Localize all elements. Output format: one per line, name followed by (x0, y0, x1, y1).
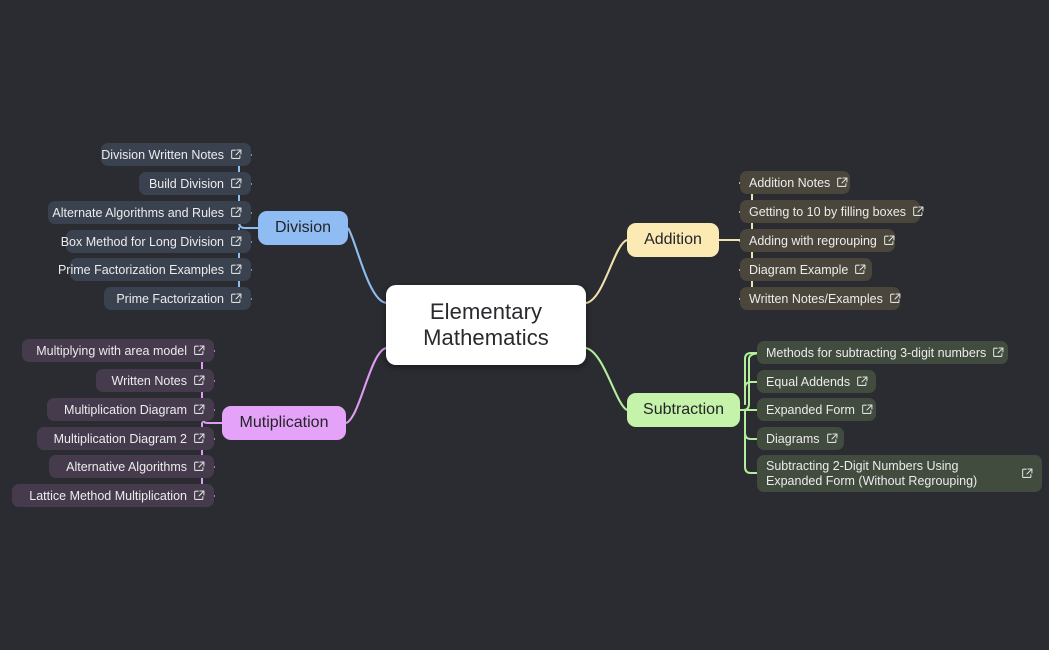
leaf-label: Alternate Algorithms and Rules (52, 205, 224, 220)
category-node-multiplication[interactable]: Mutiplication (222, 406, 346, 440)
external-link-icon[interactable] (857, 376, 868, 387)
external-link-icon[interactable] (889, 293, 901, 304)
category-label-addition: Addition (644, 231, 702, 248)
leaf-node[interactable]: Diagrams (757, 427, 844, 450)
connector-subtraction-root-stub (744, 352, 758, 405)
leaf-label: Diagram Example (749, 262, 849, 277)
leaf-node[interactable]: Adding with regrouping (740, 229, 895, 252)
leaf-node[interactable]: Written Notes (96, 369, 214, 392)
leaf-label: Multiplication Diagram (64, 402, 187, 417)
external-link-icon[interactable] (194, 404, 205, 415)
leaf-node[interactable]: Addition Notes (740, 171, 850, 194)
external-link-icon[interactable] (231, 178, 242, 189)
leaf-node[interactable]: Lattice Method Multiplication (12, 484, 214, 507)
leaf-node[interactable]: Written Notes/Examples (740, 287, 901, 310)
leaf-label: Build Division (148, 176, 224, 191)
leaf-label: Multiplication Diagram 2 (53, 431, 187, 446)
external-link-icon[interactable] (883, 235, 895, 246)
external-link-icon[interactable] (194, 490, 205, 501)
root-node-label: Elementary Mathematics (423, 299, 549, 350)
leaf-label: Methods for subtracting 3-digit numbers (766, 345, 987, 360)
category-node-subtraction[interactable]: Subtraction (627, 393, 740, 427)
external-link-icon[interactable] (231, 149, 242, 160)
leaf-node[interactable]: Multiplying with area model (22, 339, 214, 362)
external-link-icon[interactable] (231, 207, 242, 218)
external-link-icon[interactable] (837, 177, 848, 188)
external-link-icon[interactable] (194, 433, 205, 444)
leaf-node[interactable]: Multiplication Diagram (47, 398, 214, 421)
leaf-node[interactable]: Getting to 10 by filling boxes (740, 200, 924, 223)
leaf-label: Equal Addends (766, 374, 851, 389)
leaf-node[interactable]: Division Written Notes (101, 143, 251, 166)
root-node[interactable]: Elementary Mathematics (386, 285, 586, 365)
external-link-icon[interactable] (231, 236, 242, 247)
external-link-icon[interactable] (826, 433, 838, 444)
connector-root-multiplication (345, 346, 387, 424)
leaf-label: Multiplying with area model (36, 343, 187, 358)
connector-root-subtraction (585, 346, 628, 411)
category-label-multiplication: Mutiplication (239, 414, 329, 431)
leaf-node[interactable]: Subtracting 2-Digit Numbers Using Expand… (757, 455, 1042, 492)
leaf-node[interactable]: Methods for subtracting 3-digit numbers (757, 341, 1008, 364)
external-link-icon[interactable] (231, 264, 242, 275)
leaf-label: Box Method for Long Division (60, 234, 224, 249)
external-link-icon[interactable] (855, 264, 866, 275)
leaf-label: Lattice Method Multiplication (29, 488, 187, 503)
external-link-icon[interactable] (231, 293, 242, 304)
leaf-node[interactable]: Alternate Algorithms and Rules (48, 201, 251, 224)
leaf-node[interactable]: Prime Factorization Examples (58, 258, 251, 281)
leaf-node[interactable]: Expanded Form (757, 398, 876, 421)
leaf-node[interactable]: Equal Addends (757, 370, 876, 393)
external-link-icon[interactable] (913, 206, 924, 217)
external-link-icon[interactable] (1022, 468, 1033, 479)
leaf-label: Alternative Algorithms (66, 459, 187, 474)
external-link-icon[interactable] (993, 347, 1004, 358)
leaf-node[interactable]: Multiplication Diagram 2 (37, 427, 214, 450)
leaf-label: Written Notes (111, 373, 188, 388)
leaf-label: Diagrams (766, 431, 820, 446)
leaf-label: Written Notes/Examples (749, 291, 883, 306)
leaf-label: Adding with regrouping (749, 233, 877, 248)
leaf-label: Prime Factorization (116, 291, 224, 306)
connector-root-addition (585, 238, 628, 305)
leaf-label: Addition Notes (749, 175, 831, 190)
external-link-icon[interactable] (194, 461, 205, 472)
category-node-division[interactable]: Division (258, 211, 348, 245)
external-link-icon[interactable] (194, 345, 205, 356)
external-link-icon[interactable] (862, 404, 873, 415)
external-link-icon[interactable] (194, 375, 205, 386)
leaf-label: Subtracting 2-Digit Numbers Using Expand… (766, 459, 978, 488)
connector-root-division (347, 227, 387, 305)
leaf-label: Division Written Notes (101, 147, 224, 162)
leaf-node[interactable]: Diagram Example (740, 258, 872, 281)
leaf-label: Expanded Form (766, 402, 855, 417)
category-label-division: Division (274, 219, 331, 236)
leaf-node[interactable]: Build Division (139, 172, 251, 195)
category-node-addition[interactable]: Addition (627, 223, 719, 257)
leaf-node[interactable]: Box Method for Long Division (61, 230, 251, 253)
leaf-label: Prime Factorization Examples (57, 262, 224, 277)
leaf-label: Getting to 10 by filling boxes (749, 204, 907, 219)
leaf-node[interactable]: Alternative Algorithms (49, 455, 214, 478)
leaf-node[interactable]: Prime Factorization (104, 287, 251, 310)
category-label-subtraction: Subtraction (643, 401, 724, 418)
